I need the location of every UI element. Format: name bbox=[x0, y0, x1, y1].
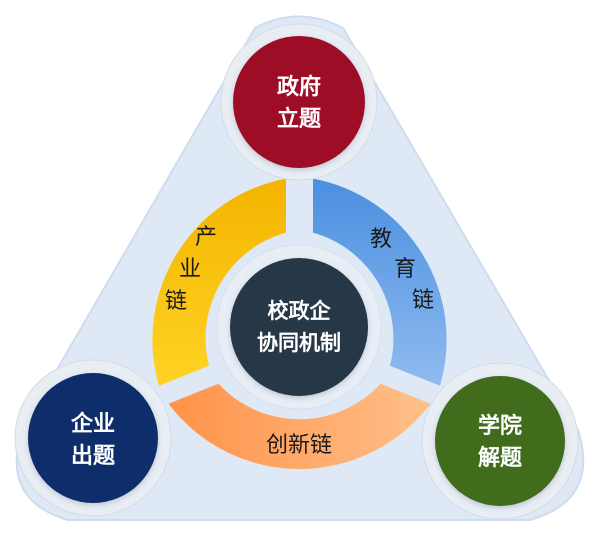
innovation-chain-arc bbox=[168, 383, 431, 470]
college-node-line1: 学院 bbox=[478, 413, 522, 439]
center-label-line1: 校政企 bbox=[268, 299, 332, 323]
enterprise-node-line2: 出题 bbox=[71, 444, 116, 469]
government-node-line1: 政府 bbox=[277, 74, 321, 100]
innovation-chain-label: 创新链 bbox=[266, 433, 332, 458]
center-node bbox=[230, 258, 368, 396]
center-label-line2: 协同机制 bbox=[257, 331, 341, 355]
industry-chain-arc bbox=[152, 178, 286, 386]
college-node-line2: 解题 bbox=[478, 445, 523, 471]
industry-chain-char-2: 业 bbox=[179, 257, 201, 282]
government-node bbox=[233, 36, 365, 168]
industry-chain-char-3: 链 bbox=[165, 289, 187, 314]
education-chain-char-3: 链 bbox=[412, 288, 434, 313]
enterprise-node-line1: 企业 bbox=[70, 411, 115, 437]
education-chain-char-2: 育 bbox=[394, 257, 416, 282]
education-chain-char-1: 教 bbox=[370, 227, 392, 252]
education-chain-arc bbox=[313, 178, 447, 386]
college-node bbox=[435, 376, 565, 506]
industry-chain-char-1: 产 bbox=[195, 225, 217, 250]
enterprise-node bbox=[28, 373, 158, 503]
government-node-line2: 立题 bbox=[277, 106, 322, 132]
